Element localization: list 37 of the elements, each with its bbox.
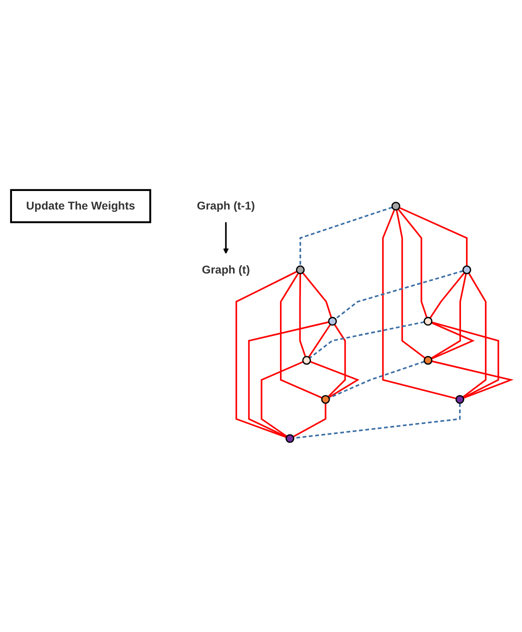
connector xyxy=(334,270,464,320)
connector xyxy=(236,270,298,438)
connector xyxy=(328,360,425,398)
connector xyxy=(299,273,306,357)
connector xyxy=(398,206,468,266)
node-circle xyxy=(424,316,432,326)
connector xyxy=(248,321,329,438)
arrow xyxy=(223,222,229,254)
node-circle xyxy=(391,202,400,210)
connector xyxy=(309,321,424,358)
connector xyxy=(396,210,426,358)
node-box xyxy=(10,188,152,223)
node-circle xyxy=(424,356,432,365)
node-circle xyxy=(328,316,337,326)
connector xyxy=(430,273,467,359)
node-circle xyxy=(296,265,305,274)
connector xyxy=(328,324,346,398)
node-text: Graph (t-1) xyxy=(196,199,255,212)
connector xyxy=(308,324,332,358)
connector xyxy=(429,272,466,318)
connector xyxy=(431,321,500,398)
node-circle xyxy=(286,434,294,443)
connector xyxy=(292,403,326,438)
node-circle xyxy=(302,356,312,365)
connector xyxy=(294,403,461,439)
node-text: Graph (t) xyxy=(202,263,250,276)
node-circle xyxy=(462,265,472,274)
node-circle xyxy=(455,394,464,404)
connector xyxy=(462,272,487,398)
node-circle xyxy=(321,394,330,404)
connector xyxy=(300,206,393,266)
connector xyxy=(398,208,428,318)
connector xyxy=(432,360,514,399)
connector xyxy=(382,209,456,400)
connector xyxy=(302,272,332,318)
connector xyxy=(260,360,304,437)
connector xyxy=(280,272,322,398)
